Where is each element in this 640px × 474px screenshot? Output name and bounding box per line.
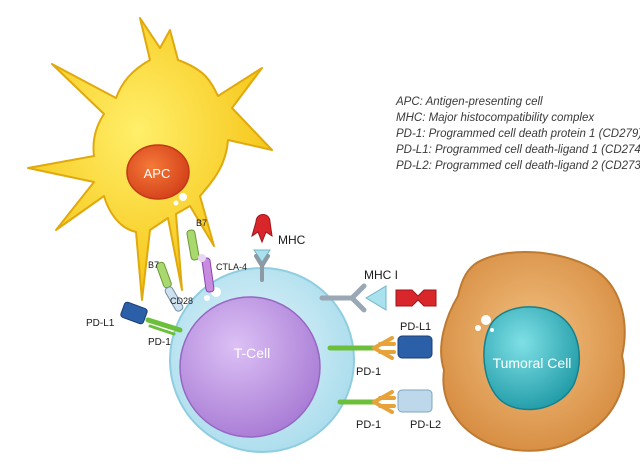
pd1-left-arm	[148, 324, 176, 336]
pd-l2-label: PD-L2	[410, 419, 441, 431]
apc-nucleus	[126, 144, 190, 200]
ctla4-receptor	[201, 257, 215, 293]
mhc-i-receptor	[395, 289, 437, 307]
tcr-right-receptor	[319, 283, 367, 313]
antigen-triangle-right	[365, 285, 387, 311]
t-cell: T-Cell	[169, 267, 355, 453]
tumor-vesicle	[481, 315, 491, 325]
pd-l1-left-label: PD-L1	[86, 318, 115, 329]
b7-ctla4-pair	[186, 229, 215, 293]
pd1-pdl1-left-pair	[120, 301, 183, 336]
mhc-tcr-pair	[251, 214, 273, 282]
pd-l2-receptor	[397, 389, 433, 413]
mhc-receptor	[251, 214, 273, 244]
legend-line-pd1: PD-1: Programmed cell death protein 1 (C…	[396, 128, 640, 140]
pd1-right-bottom-label: PD-1	[356, 419, 381, 431]
apc-cell: APC	[27, 17, 273, 301]
b7-left-label: B7	[148, 260, 159, 270]
legend-line-pd-l1: PD-L1: Programmed cell death-ligand 1 (C…	[396, 144, 640, 156]
tumor-vesicle-small	[475, 325, 481, 331]
tumor-nucleus	[483, 306, 581, 411]
mhc-i-tcr-pair	[319, 283, 437, 313]
pd1-right-bottom-fork	[372, 390, 396, 414]
cd28-receptor	[164, 286, 184, 312]
tumor-vesicle-tiny	[490, 328, 494, 332]
tumor-label: Tumoral Cell	[493, 355, 572, 371]
cd28-label: CD28	[170, 296, 193, 306]
pd1-right-top-fork	[372, 336, 396, 360]
tumor-cell: Tumoral Cell	[440, 250, 626, 452]
legend-line-mhc: MHC: Major histocompatibility complex	[396, 112, 595, 124]
t-cell-label: T-Cell	[234, 345, 271, 361]
pd1-right-top-label: PD-1	[356, 366, 381, 378]
pd-l1-right-receptor	[397, 335, 433, 359]
apc-vesicle-small	[173, 200, 179, 206]
ctla4-joint	[198, 254, 206, 262]
tcr-receptor	[254, 254, 270, 282]
mhc-label: MHC	[278, 233, 306, 247]
pd1-left-label: PD-1	[148, 337, 171, 348]
apc-label: APC	[144, 166, 171, 181]
b7-top-receptor	[186, 229, 200, 261]
pd1-pdl1-right-pair	[327, 335, 433, 360]
t-cell-nucleus	[179, 296, 321, 438]
mhc-i-label: MHC I	[364, 268, 398, 282]
legend-line-apc: APC: Antigen-presenting cell	[395, 96, 543, 108]
legend: APC: Antigen-presenting cell MHC: Major …	[395, 96, 640, 172]
pd1-left-stem	[145, 317, 183, 333]
ctla4-label: CTLA-4	[216, 262, 247, 272]
b7-top-label: B7	[196, 218, 207, 228]
b7-cd28-pair	[156, 261, 184, 312]
pd-l1-left-receptor	[120, 301, 148, 325]
legend-line-pd-l2: PD-L2: Programmed cell death-ligand 2 (C…	[396, 160, 640, 172]
t-cell-vesicle-small	[204, 295, 210, 301]
pd1-pdl2-right-pair	[337, 389, 433, 414]
apc-vesicle	[179, 193, 187, 201]
pd-l1-right-label: PD-L1	[400, 321, 431, 333]
